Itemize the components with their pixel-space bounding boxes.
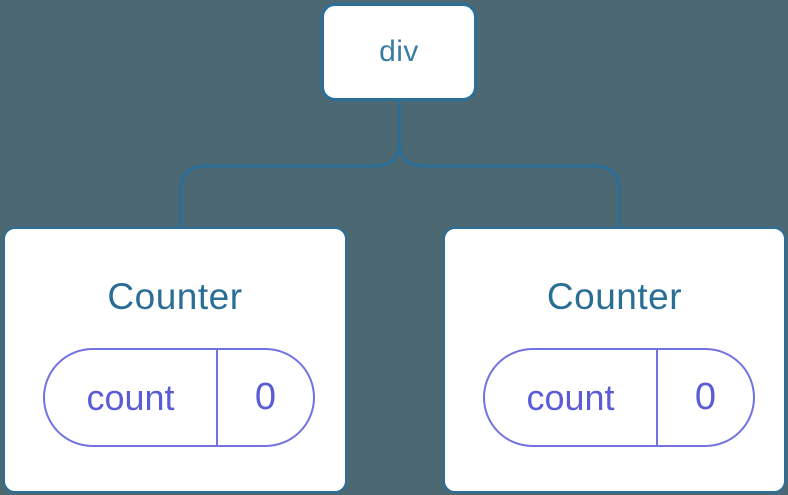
counter-card-right: Counter count 0 bbox=[443, 227, 786, 493]
state-key: count bbox=[526, 376, 615, 418]
component-title: Counter bbox=[107, 276, 243, 317]
root-node: div bbox=[321, 3, 477, 101]
state-pill: count 0 bbox=[43, 348, 315, 447]
counter-card-left: Counter count 0 bbox=[3, 227, 347, 493]
connector-right-branch bbox=[398, 101, 621, 227]
state-value: 0 bbox=[216, 350, 313, 445]
connector-left-branch bbox=[179, 101, 401, 227]
state-value: 0 bbox=[656, 350, 753, 445]
state-key: count bbox=[86, 376, 175, 418]
component-title: Counter bbox=[546, 276, 683, 317]
state-pill: count 0 bbox=[483, 348, 755, 447]
root-node-label: div bbox=[379, 35, 419, 68]
